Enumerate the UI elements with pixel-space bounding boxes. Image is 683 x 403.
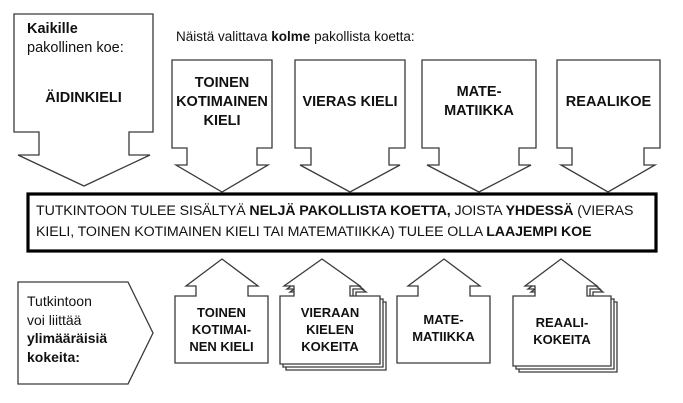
optional-intro-line4: kokeita: (27, 348, 80, 365)
optional-arrow-stack-4 (512, 258, 618, 373)
optional-exam-2-line3: KOKEITA (301, 339, 359, 354)
choice-exam-3-line2: MATIIKKA (444, 103, 514, 119)
choice-exam-1-line2: KOTIMAINEN (176, 94, 268, 110)
mandatory-exam-label: ÄIDINKIELI (45, 90, 122, 106)
choice-exam-1: TOINEN KOTIMAINEN KIELI (172, 74, 272, 131)
choice-arrow-shape-4 (556, 59, 661, 193)
main-statement-part-6: LAAJEMPI KOE (486, 224, 592, 240)
main-statement-part-1: TUTKINTOON TULEE SISÄLTYÄ (36, 203, 250, 219)
optional-exam-2-line2: KIELEN (306, 322, 354, 337)
optional-arrow-shape-1 (174, 258, 269, 364)
choice-exam-1-line3: KIELI (203, 113, 241, 129)
choice-heading: Näistä valittava kolme pakollista koetta… (176, 27, 415, 46)
main-statement-part-3: JOISTA (450, 203, 506, 219)
optional-exam-4: REAALI- KOKEITA (513, 314, 611, 348)
optional-exam-3-line1: MATE- (423, 312, 464, 327)
optional-intro-line3: ylimääräisiä (27, 330, 108, 346)
choice-exam-2: VIERAS KIELI (295, 93, 405, 112)
optional-intro: Tutkintoon voi liittää ylimääräisiä koke… (27, 292, 107, 366)
choice-exam-4-line1: REAALIKOE (565, 94, 652, 110)
optional-arrow-shape-3 (396, 258, 491, 364)
choice-exam-3: MATE- MATIIKKA (422, 83, 536, 121)
main-statement-text: TUTKINTOON TULEE SISÄLTYÄ NELJÄ PAKOLLIS… (36, 201, 652, 243)
choice-arrow-shape-2 (294, 59, 406, 193)
optional-exam-1-line2: KOTIMAI- (191, 322, 252, 337)
mandatory-subtitle: pakollinen koe: (27, 40, 124, 56)
mandatory-title: Kaikille (27, 21, 78, 37)
choice-heading-before: Näistä valittava (176, 29, 272, 44)
choice-exam-1-line1: TOINEN (194, 75, 250, 91)
choice-exam-2-line1: VIERAS KIELI (302, 94, 398, 110)
choice-heading-bold: kolme (271, 29, 311, 44)
optional-intro-line2: voi liittää (27, 311, 82, 328)
choice-arrow-shape-3 (421, 59, 537, 193)
choice-exam-3-line1: MATE- (456, 84, 502, 100)
main-statement-box (26, 192, 658, 253)
optional-exam-3-line2: MATIIKKA (412, 329, 475, 344)
optional-exam-2-line1: VIERAAN (300, 305, 360, 320)
optional-exam-4-line1: REAALI- (535, 315, 589, 330)
optional-exam-2: VIERAAN KIELEN KOKEITA (280, 304, 380, 355)
optional-arrow-stack-2 (279, 258, 387, 371)
optional-pentagon-shape (17, 281, 154, 385)
optional-exam-1-line1: TOINEN (197, 305, 246, 320)
mandatory-arrow-shape (13, 13, 154, 187)
optional-exam-4-line2: KOKEITA (533, 332, 591, 347)
optional-exam-1: TOINEN KOTIMAI- NEN KIELI (175, 304, 268, 355)
main-statement-part-5: (VIERAS KIELI, TOINEN KOTIMAINEN KIELI T… (36, 203, 634, 240)
choice-arrow-shape-1 (171, 59, 273, 193)
main-statement-part-2: NELJÄ PAKOLLISTA KOETTA, (249, 203, 451, 219)
main-statement-part-4: YHDESSÄ (505, 203, 574, 219)
optional-exam-1-line3: NEN KIELI (189, 339, 254, 354)
choice-exam-4: REAALIKOE (557, 93, 660, 112)
choice-heading-after: pakollista koetta: (310, 29, 415, 44)
optional-intro-line1: Tutkintoon (27, 293, 92, 309)
optional-exam-3: MATE- MATIIKKA (397, 311, 490, 345)
